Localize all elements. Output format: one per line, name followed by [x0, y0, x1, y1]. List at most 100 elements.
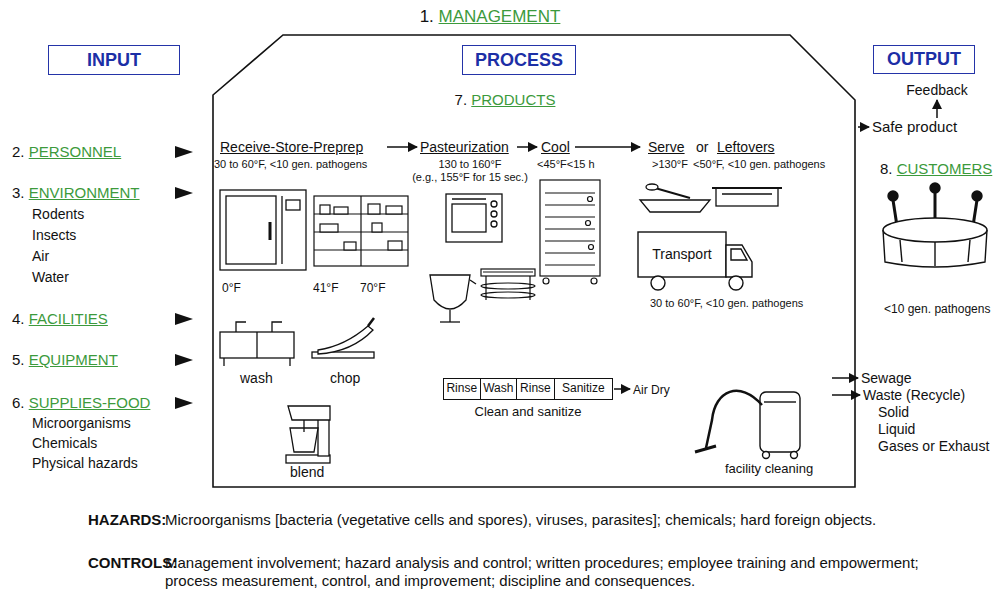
callout-number: 4.: [12, 310, 29, 327]
label-anchor: Solid: [878, 403, 909, 421]
annotation: Microorganisms: [32, 415, 131, 431]
cooling-rack: [545, 192, 595, 193]
label-anchor: Insects: [32, 226, 76, 244]
annotation: blend: [290, 464, 324, 480]
customer-table: [972, 191, 982, 201]
customer-table: [883, 183, 987, 267]
annotation: Cool: [541, 139, 570, 155]
input-category: 5. EQUIPMENT: [12, 351, 118, 368]
label-anchor: 6. SUPPLIES-FOOD: [12, 394, 150, 412]
cooling-rack: [543, 278, 549, 284]
section-heading: HAZARDS:: [88, 511, 166, 528]
label-anchor: Water: [32, 268, 69, 286]
storage-shelving: [372, 223, 382, 232]
category-name: PRODUCTS: [471, 91, 555, 108]
chopper: [312, 318, 374, 358]
oven: [446, 194, 502, 242]
section-box: PROCESS: [462, 45, 576, 75]
flow-arrow: [517, 146, 537, 148]
cooling-rack: [591, 278, 597, 284]
annotation: 30 to 60°F, <10 gen. pathogens: [650, 297, 803, 309]
annotation: Microorganisms [bacteria (vegetative cel…: [165, 511, 945, 529]
annotation: 41°F: [313, 281, 338, 295]
cooling-rack: [545, 228, 595, 229]
box-title: OUTPUT: [887, 49, 961, 70]
annotation: Safe product: [872, 118, 957, 135]
steam-kettle: [449, 310, 450, 322]
conveyor-grill: [485, 276, 486, 300]
annotation: 30 to 60°F, <10 gen. pathogens: [214, 158, 367, 170]
conveyor-grill: [481, 269, 535, 276]
annotation: Sewage: [861, 370, 912, 386]
conveyor-grill: [529, 276, 530, 300]
annotation: wash: [240, 370, 273, 386]
annotation: 70°F: [360, 281, 385, 295]
leftover-pan: [722, 193, 772, 194]
caption-anchor: Clean and sanitize: [443, 402, 613, 420]
customer-table: [900, 240, 902, 262]
input-arrow: [175, 187, 193, 199]
oven: [446, 194, 502, 242]
cooling-rack: [586, 221, 591, 226]
flow-arrow: [387, 146, 417, 148]
transport-truck: [731, 249, 747, 260]
input-category: 8. CUSTOMERS: [880, 160, 992, 177]
steam-kettle: [440, 321, 460, 322]
label-anchor: Gases or Exhaust: [878, 437, 989, 455]
mixer: [303, 420, 304, 432]
input-category: 7. PRODUCTS: [455, 91, 556, 108]
annotation: Physical hazards: [32, 455, 138, 471]
label-anchor: (e.g., 155°F for 15 sec.): [412, 167, 528, 185]
sequence-cell: Wash: [481, 379, 518, 399]
label-anchor: Microorganisms [bacteria (vegetative cel…: [165, 511, 945, 529]
walk-in-freezer: [286, 200, 300, 210]
label-anchor: Waste (Recycle): [863, 386, 965, 404]
annotation: Water: [32, 269, 69, 285]
annotation: Air Dry: [633, 383, 670, 397]
process-house: 1. MANAGEMENTPROCESSRinseWashRinseSaniti…: [212, 5, 856, 488]
sink: [236, 322, 246, 332]
input-arrow: [175, 397, 193, 409]
serving-dish: [655, 188, 690, 198]
annotation: or: [696, 139, 708, 155]
label-anchor: 130 to 160°F: [438, 154, 501, 172]
flow-arrow: [614, 388, 630, 390]
customer-table: [930, 183, 940, 193]
label-anchor: Pasteurization: [420, 138, 509, 156]
category-name: CUSTOMERS: [897, 160, 993, 177]
annotation: Waste (Recycle): [863, 387, 965, 403]
box-title: INPUT: [87, 50, 141, 71]
text-anchor: 1. MANAGEMENT: [420, 7, 561, 27]
annotation: Management involvement; hazard analysis …: [165, 554, 945, 590]
label-anchor: <50°F, <10 gen. pathogens: [693, 154, 825, 172]
label-anchor: Transport: [652, 245, 711, 263]
storage-shelving: [320, 205, 330, 214]
label-anchor: Serve: [648, 138, 685, 156]
oven: [452, 204, 486, 232]
callout-number: 5.: [12, 351, 29, 368]
label-anchor: 70°F: [360, 278, 385, 296]
input-arrow: [175, 146, 193, 158]
label-anchor: chop: [330, 369, 360, 387]
transport-truck: [729, 276, 743, 290]
annotation: 130 to 160°F: [438, 158, 501, 170]
label-anchor: HAZARDS:: [88, 511, 166, 529]
annotation: facility cleaning: [725, 461, 813, 476]
storage-shelving: [360, 196, 361, 266]
vacuum-cleaner: [695, 446, 716, 452]
input-category: 6. SUPPLIES-FOOD: [12, 394, 150, 411]
vacuum-cleaner: [760, 392, 800, 452]
annotation: Receive-Store-Preprep: [220, 139, 363, 155]
annotation: Gases or Exhaust: [878, 438, 989, 454]
section-heading: CONTROLS:: [88, 554, 177, 571]
sink: [289, 358, 290, 366]
oven: [491, 221, 497, 227]
input-category: 2. PERSONNEL: [12, 143, 121, 160]
serving-dish: [640, 200, 710, 212]
customer-table: [883, 218, 987, 242]
section-box: OUTPUT: [873, 45, 975, 74]
step-name: Sanitize: [562, 382, 605, 396]
flow-arrow: [858, 126, 869, 128]
storage-shelving: [320, 224, 338, 232]
